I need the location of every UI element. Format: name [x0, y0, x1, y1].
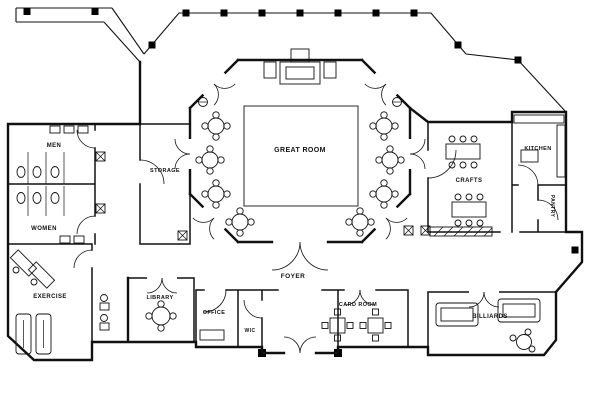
- room-label-library: LIBRARY: [146, 295, 173, 301]
- room-labels: GREAT ROOM MEN WOMEN STORAGE EXERCISE FO…: [31, 143, 555, 334]
- column-markers: [23, 8, 579, 357]
- crafts-tables: [445, 135, 487, 227]
- room-label-women: WOMEN: [31, 226, 57, 232]
- fireplace: [198, 48, 402, 107]
- room-label-card-room: CARD ROOM: [339, 302, 377, 308]
- room-label-pantry: PANTRY: [549, 195, 555, 218]
- exercise-equipment: [9, 249, 110, 355]
- room-label-men: MEN: [47, 143, 62, 149]
- porch-colonnade: [15, 7, 567, 113]
- room-label-exercise: EXERCISE: [33, 294, 67, 300]
- room-label-kitchen: KITCHEN: [524, 146, 551, 152]
- door-swings: [73, 73, 559, 354]
- room-label-office: OFFICE: [203, 310, 226, 316]
- room-label-crafts: CRAFTS: [456, 178, 483, 184]
- room-label-storage: STORAGE: [150, 168, 180, 174]
- library-table: [145, 300, 177, 332]
- card-room-tables: [321, 308, 392, 342]
- room-label-billiards: BILLIARDS: [472, 314, 508, 320]
- office-desk: [199, 329, 225, 341]
- room-label-wic: WIC: [245, 328, 256, 334]
- great-room-furniture: [195, 105, 405, 237]
- room-label-foyer: FOYER: [281, 273, 305, 280]
- kitchen-counters: [513, 114, 566, 178]
- restroom-fixtures: [16, 125, 89, 244]
- room-label-great-room: GREAT ROOM: [274, 147, 326, 154]
- interior-walls: [7, 121, 567, 354]
- billiards-tables: [435, 298, 541, 353]
